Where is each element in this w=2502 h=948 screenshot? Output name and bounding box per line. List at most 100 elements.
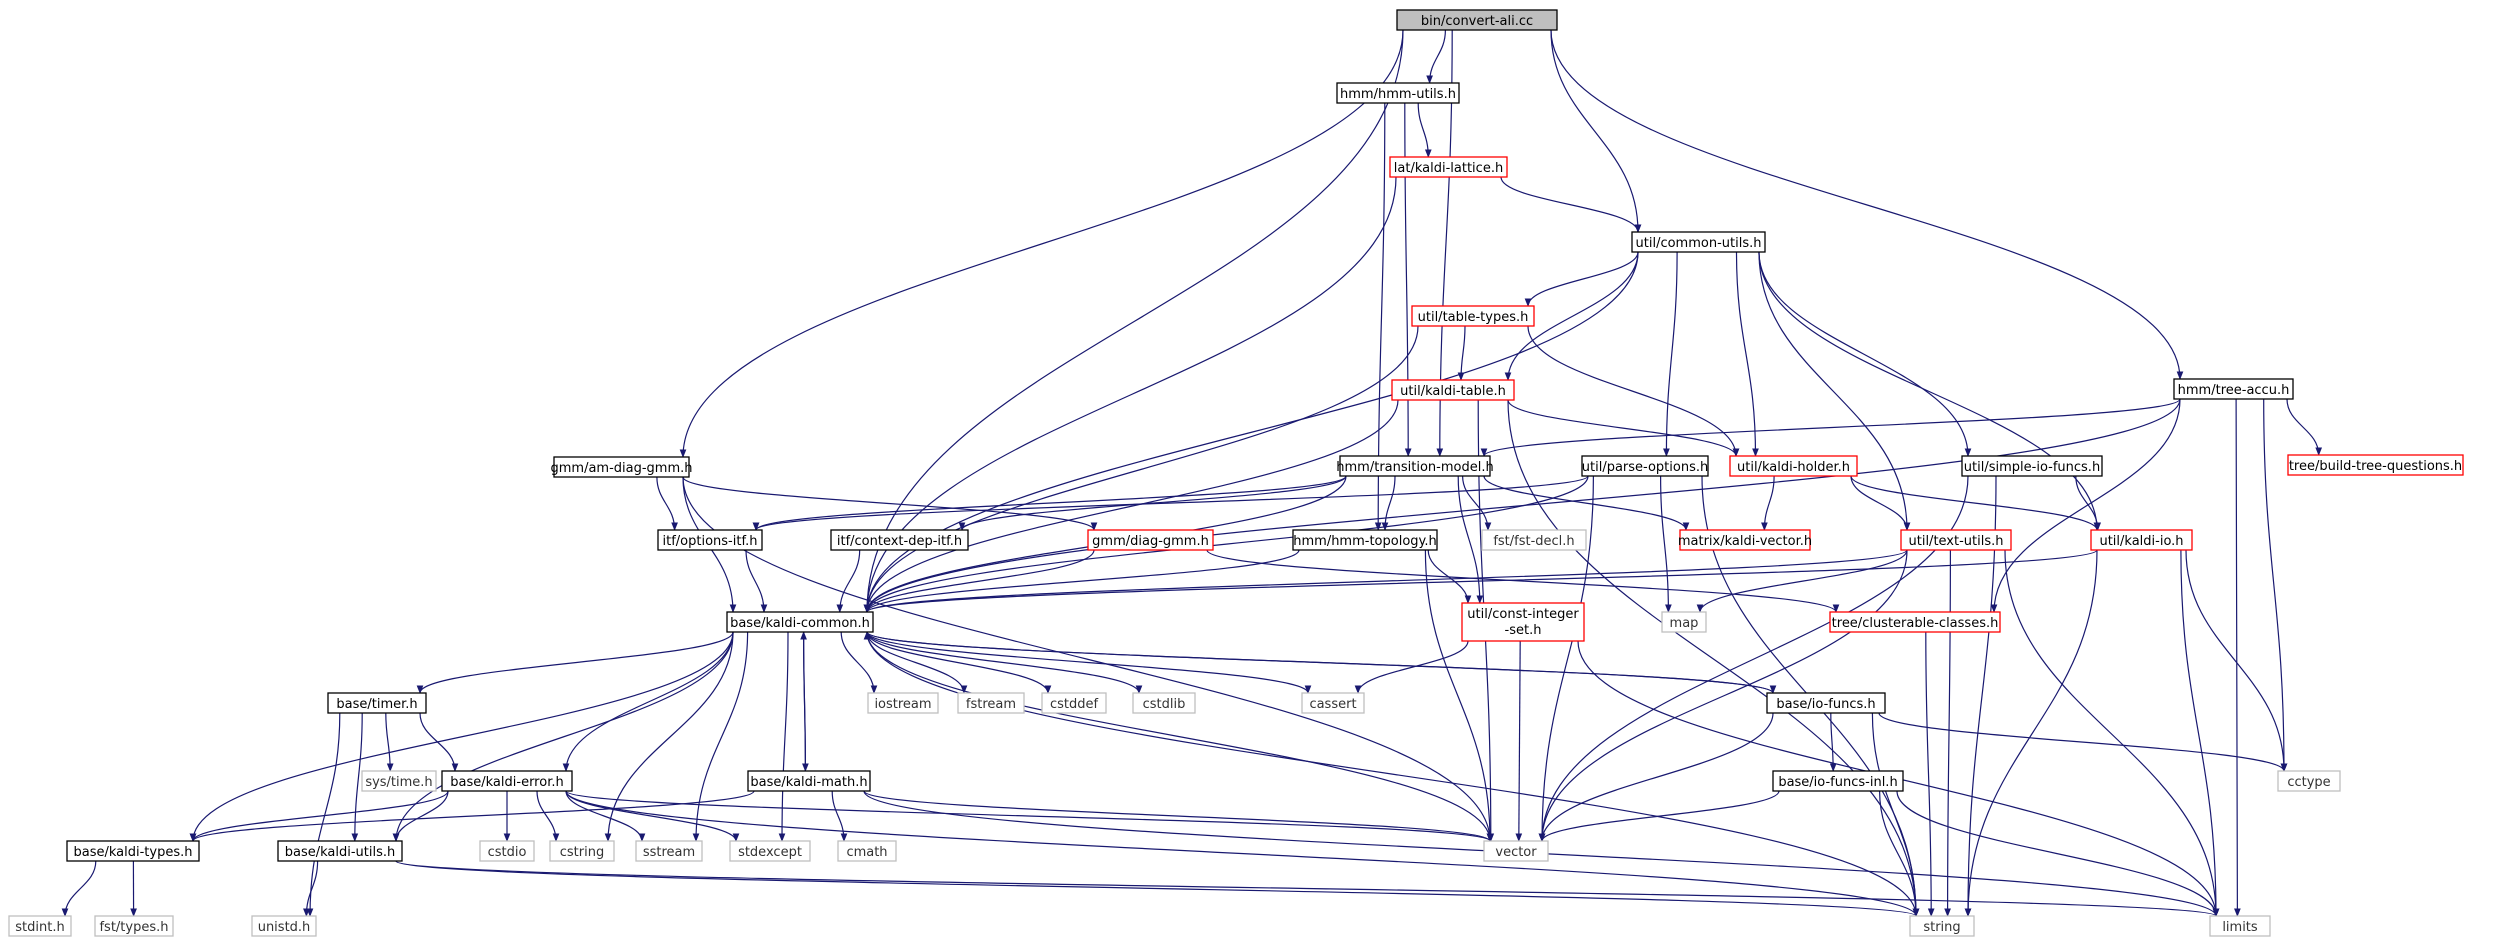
edge-iofuncs-to-vector: [1538, 712, 1774, 842]
node-label: bin/convert-ali.cc: [1421, 14, 1533, 29]
node-label: gmm/diag-gmm.h: [1092, 534, 1209, 549]
node-kaldiutils[interactable]: base/kaldi-utils.h: [277, 840, 403, 862]
node-label: -set.h: [1505, 623, 1542, 638]
node-iofuncsinl[interactable]: base/io-funcs-inl.h: [1772, 770, 1904, 792]
edge-root-to-hmmutils: [1426, 29, 1446, 84]
node-optionsitf[interactable]: itf/options-itf.h: [657, 529, 763, 551]
node-box: [1391, 379, 1515, 401]
node-constint[interactable]: util/const-integer-set.h: [1461, 602, 1585, 642]
node-clusterable[interactable]: tree/clusterable-classes.h: [1829, 611, 2001, 633]
edge-commonutils-to-kaldiio: [1758, 251, 2101, 531]
node-cctype: cctype: [2277, 770, 2341, 792]
node-kalditypes[interactable]: base/kaldi-types.h: [66, 840, 200, 862]
node-cstdio: cstdio: [479, 840, 535, 862]
edge-parseopts-to-vector: [1538, 475, 1594, 842]
node-contextdep[interactable]: itf/context-dep-itf.h: [830, 529, 969, 551]
edge-treeaccu-to-transmodel: [1480, 398, 2181, 457]
edge-tabletypes-to-kaldiholder: [1527, 325, 1740, 457]
edge-tabletypes-to-kalditable: [1457, 325, 1466, 381]
edge-treeaccu-to-clusterable: [1990, 398, 2181, 613]
node-hmmutils[interactable]: hmm/hmm-utils.h: [1336, 82, 1460, 104]
edge-simpleio-to-kaldiio: [2075, 475, 2102, 531]
edge-kaldierror-to-kaldiutils: [392, 790, 449, 842]
node-box: [1483, 840, 1549, 862]
edge-kaldicommon-to-kaldierror: [562, 631, 734, 772]
edge-treeaccu-to-limits: [2234, 398, 2241, 917]
node-kaldierror[interactable]: base/kaldi-error.h: [441, 770, 573, 792]
node-buildtree[interactable]: tree/build-tree-questions.h: [2287, 454, 2464, 476]
edge-kaldierror-to-string: [565, 790, 1920, 917]
node-transmodel[interactable]: hmm/transition-model.h: [1336, 455, 1494, 477]
node-textutils[interactable]: util/text-utils.h: [1900, 529, 2012, 551]
edge-root-to-commonutils: [1550, 29, 1642, 233]
edge-commonutils-to-kalditable: [1504, 251, 1639, 381]
node-commonutils[interactable]: util/common-utils.h: [1631, 231, 1766, 253]
edge-kalditable-to-kaldiholder: [1507, 399, 1740, 457]
node-label: cstddef: [1050, 697, 1099, 712]
edge-kaldicommon-to-iostream: [840, 631, 878, 694]
edge-commonutils-to-simpleio: [1758, 251, 1972, 457]
edge-kaldicommon-to-vector: [866, 631, 1494, 842]
node-tabletypes[interactable]: util/table-types.h: [1411, 305, 1535, 327]
node-box: [837, 840, 897, 862]
node-box: [1461, 602, 1585, 642]
edge-kaldiio-to-cctype: [2185, 549, 2288, 772]
node-label: fstream: [966, 697, 1016, 712]
node-unistd: unistd.h: [251, 915, 317, 937]
node-cmath: cmath: [837, 840, 897, 862]
edge-clusterable-to-string: [1925, 631, 1935, 917]
node-label: hmm/hmm-utils.h: [1340, 87, 1456, 102]
node-box: [1301, 692, 1365, 714]
node-kaldimath[interactable]: base/kaldi-math.h: [747, 770, 871, 792]
edge-textutils-to-limits: [2004, 549, 2220, 917]
edge-commonutils-to-parseopts: [1663, 251, 1678, 457]
node-label: itf/options-itf.h: [663, 534, 758, 549]
node-root[interactable]: bin/convert-ali.cc: [1396, 9, 1558, 31]
node-kaldicommon[interactable]: base/kaldi-common.h: [726, 611, 874, 633]
node-kaldivector[interactable]: matrix/kaldi-vector.h: [1678, 529, 1812, 551]
edge-kaldicommon-to-cstddef: [866, 631, 1052, 694]
node-box: [1909, 915, 1975, 937]
node-treeaccu[interactable]: hmm/tree-accu.h: [2173, 378, 2294, 400]
node-simpleio[interactable]: util/simple-io-funcs.h: [1961, 455, 2103, 477]
node-label: hmm/tree-accu.h: [2178, 383, 2290, 398]
edge-timer-to-kaldierror: [419, 712, 459, 772]
node-diaggmm[interactable]: gmm/diag-gmm.h: [1087, 529, 1214, 551]
edge-transmodel-to-constint: [1457, 475, 1484, 604]
node-latkaldi[interactable]: lat/kaldi-lattice.h: [1389, 156, 1508, 178]
node-iofuncs[interactable]: base/io-funcs.h: [1766, 692, 1886, 714]
node-label: matrix/kaldi-vector.h: [1678, 534, 1812, 549]
edge-kaldiholder-to-textutils: [1850, 475, 1911, 531]
node-kaldiholder[interactable]: util/kaldi-holder.h: [1729, 455, 1858, 477]
edge-kaldierror-to-vector: [565, 790, 1494, 842]
node-label: fst/fst-decl.h: [1493, 534, 1574, 549]
edge-diaggmm-to-kaldicommon: [863, 549, 1095, 613]
node-box: [441, 770, 573, 792]
node-amdiag[interactable]: gmm/am-diag-gmm.h: [550, 456, 693, 478]
node-label: cstring: [560, 845, 604, 860]
edge-optionsitf-to-kaldicommon: [745, 549, 768, 613]
edge-kaldiholder-to-kaldivector: [1761, 475, 1775, 531]
node-box: [2277, 770, 2341, 792]
node-box: [1772, 770, 1904, 792]
node-label: lat/kaldi-lattice.h: [1394, 161, 1503, 176]
edge-commonutils-to-tabletypes: [1524, 251, 1639, 307]
edge-root-to-treeaccu: [1550, 29, 2184, 380]
node-box: [361, 770, 437, 792]
node-kaldiio[interactable]: util/kaldi-io.h: [2090, 529, 2193, 551]
node-parseopts[interactable]: util/parse-options.h: [1581, 455, 1709, 477]
node-box: [1411, 305, 1535, 327]
node-box: [1339, 455, 1491, 477]
node-box: [1729, 455, 1858, 477]
edge-kaldiutils-to-unistd: [303, 860, 319, 917]
node-box: [726, 611, 874, 633]
node-label: cstdlib: [1143, 697, 1186, 712]
node-kalditable[interactable]: util/kaldi-table.h: [1391, 379, 1515, 401]
node-label: gmm/am-diag-gmm.h: [550, 461, 692, 476]
node-timer[interactable]: base/timer.h: [327, 692, 427, 714]
edge-kaldicommon-to-string: [866, 631, 1920, 917]
node-hmmtopo[interactable]: hmm/hmm-topology.h: [1292, 529, 1438, 551]
node-label: stdexcept: [738, 845, 802, 860]
edge-iofuncs-to-string: [1871, 712, 1920, 917]
edge-contextdep-to-kaldicommon: [836, 549, 861, 613]
